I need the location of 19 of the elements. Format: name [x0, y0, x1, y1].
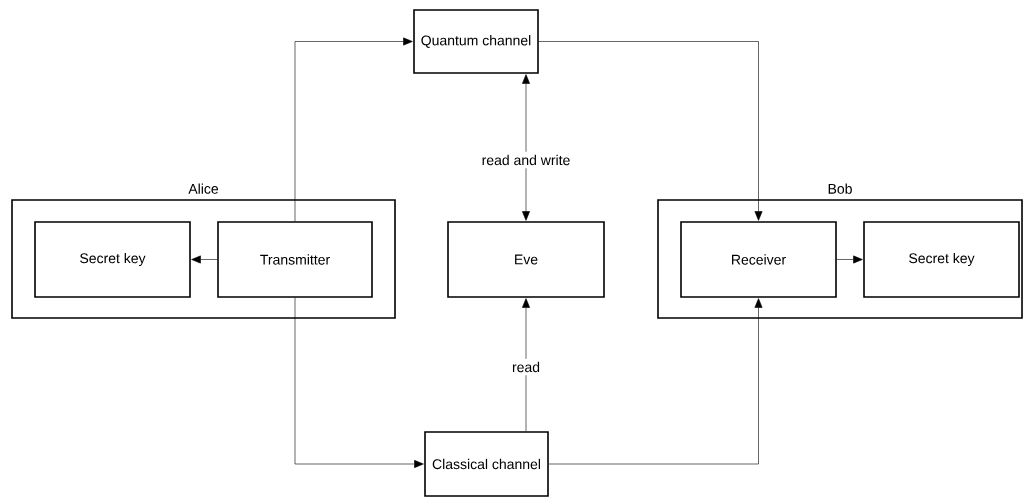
arrow	[191, 255, 218, 264]
process-box: Secret key	[34, 221, 191, 298]
process-box: Transmitter	[217, 221, 373, 298]
arrow	[522, 74, 530, 221]
process-box: Secret key	[863, 221, 1020, 298]
arrow	[548, 298, 763, 465]
process-box: Classical channel	[424, 431, 549, 497]
process-box: Eve	[447, 221, 605, 298]
arrow	[294, 37, 413, 222]
process-box: Receiver	[680, 221, 837, 298]
arrow	[522, 298, 530, 432]
edge-label: read	[509, 358, 543, 376]
arrow	[294, 297, 424, 468]
arrow	[538, 41, 763, 221]
edge-label: read and write	[478, 151, 574, 169]
group-heading: Alice	[188, 183, 219, 194]
arrow	[836, 255, 863, 264]
group-heading: Bob	[828, 183, 852, 194]
process-box: Quantum channel	[413, 9, 539, 74]
